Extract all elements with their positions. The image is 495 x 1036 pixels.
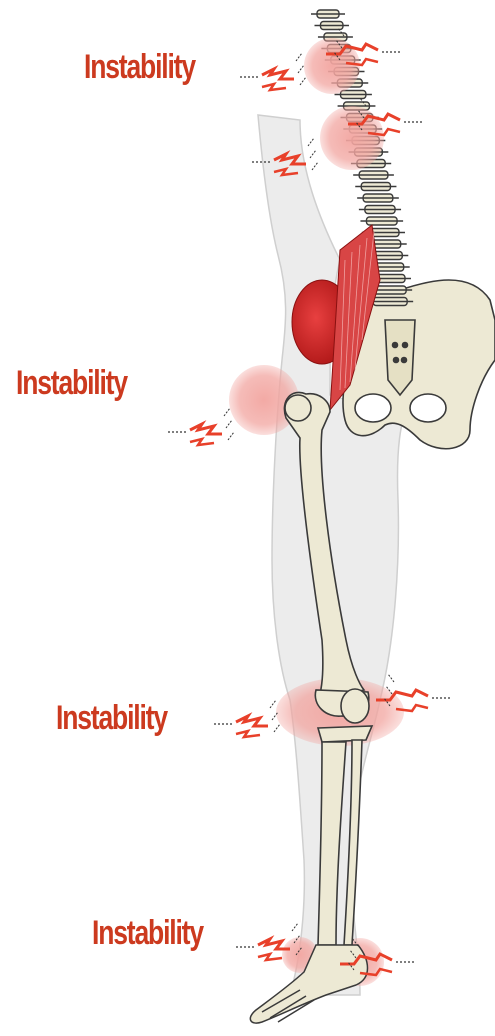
motion-line (274, 724, 280, 732)
zap-bolt (258, 954, 282, 960)
zap-bolt (236, 716, 268, 726)
motion-line (226, 420, 232, 428)
zap-bolt (190, 439, 214, 445)
motion-line (298, 65, 304, 73)
zap-bolt (262, 84, 286, 90)
motion-line (308, 138, 314, 146)
motion-line (300, 77, 306, 85)
motion-line (388, 674, 394, 682)
motion-line (228, 432, 234, 440)
motion-line (310, 150, 316, 158)
zap-bolt (236, 731, 260, 737)
motion-line (296, 53, 302, 61)
motion-line (224, 408, 230, 416)
zap-bolt (258, 939, 290, 949)
instability-label-spine: Instability (84, 50, 195, 84)
instability-label-ankle: Instability (92, 916, 203, 950)
glow-spine-mid (320, 106, 384, 170)
motion-line (312, 162, 318, 170)
zap-bolt (262, 69, 294, 79)
instability-label-hip: Instability (16, 366, 127, 400)
motion-line (292, 923, 298, 931)
zap-bolt (190, 424, 222, 434)
motion-line (270, 700, 276, 708)
instability-label-knee: Instability (56, 701, 167, 735)
